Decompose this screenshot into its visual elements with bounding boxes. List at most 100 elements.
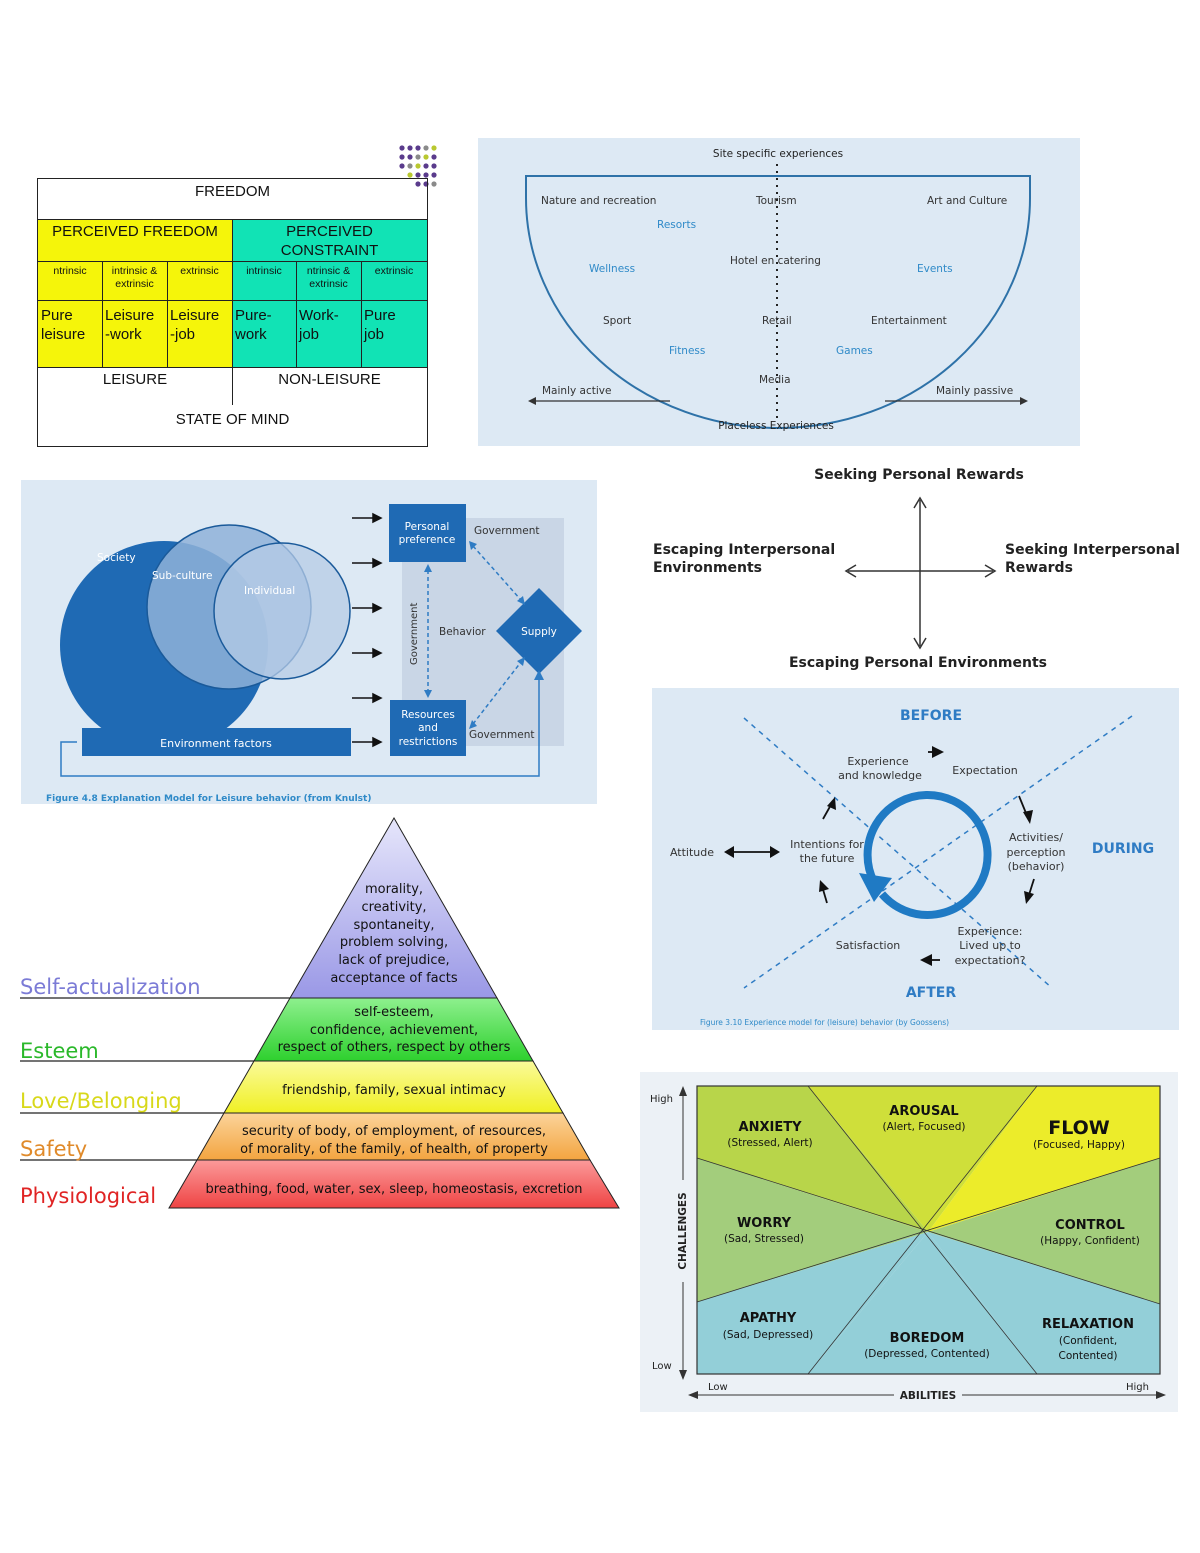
safety-text-1: security of body, of employment, of reso… <box>242 1124 546 1139</box>
tourism-label: Tourism <box>755 195 797 207</box>
y-axis-arrow-up <box>679 1086 687 1096</box>
category-5: Work-job <box>299 307 339 343</box>
region-worry <box>697 1158 928 1302</box>
retail-label: Retail <box>762 315 792 327</box>
esteem-text-2: confidence, achievement, <box>310 1023 478 1038</box>
anxiety-label: ANXIETY <box>739 1120 803 1135</box>
during-label: DURING <box>1092 841 1154 857</box>
half-circle <box>525 175 1031 429</box>
input-arrow-1-head <box>372 512 383 524</box>
relaxation-sub-1: (Confident, <box>1059 1335 1117 1347</box>
dashed-diagonal-2 <box>743 715 1133 989</box>
logo-dot <box>415 181 421 187</box>
attitude-label: Attitude <box>670 846 714 859</box>
freedom-title: FREEDOM <box>195 183 270 200</box>
dots-logo <box>399 145 437 187</box>
motivation-3: extrinsic <box>180 265 219 277</box>
logo-dot <box>431 172 437 178</box>
supply-label: Supply <box>521 626 557 638</box>
col-div-1 <box>102 261 103 367</box>
individual-label: Individual <box>244 585 295 597</box>
before-label: BEFORE <box>900 708 962 724</box>
supply-diamond <box>496 588 582 674</box>
intentions-label-1: Intentions for <box>790 838 864 851</box>
seeking-interpersonal-label-1: Seeking Interpersonal <box>1005 542 1180 558</box>
art-culture-label: Art and Culture <box>927 195 1007 207</box>
logo-dot <box>423 154 429 160</box>
satisfaction-label: Satisfaction <box>836 939 901 952</box>
arrow-left <box>844 564 857 578</box>
logo-dot <box>415 154 421 160</box>
input-arrow-2-head <box>372 557 383 569</box>
category-2: Leisure-work <box>105 307 155 343</box>
logo-dot <box>407 154 413 160</box>
personal-label-2: preference <box>399 534 456 546</box>
category-3: Leisure-job <box>170 307 220 343</box>
division-line-3 <box>696 1157 1161 1305</box>
fitness-label: Fitness <box>669 345 705 357</box>
input-arrow-6-head <box>372 736 383 748</box>
control-label: CONTROL <box>1055 1218 1125 1233</box>
resources-label-1: Resources <box>401 709 455 721</box>
arrowhead-h <box>770 846 780 858</box>
passive-arrow-head <box>1020 397 1028 405</box>
resources-label-2: and <box>418 722 438 734</box>
dashed-arrowhead-6 <box>517 657 525 666</box>
logo-dot <box>423 172 429 178</box>
relaxation-sub-2: Contented) <box>1059 1350 1118 1362</box>
subculture-label: Sub-culture <box>152 570 212 582</box>
control-sub: (Happy, Confident) <box>1040 1235 1140 1247</box>
challenges-label: CHALLENGES <box>677 1192 689 1269</box>
col-div-3 <box>232 219 233 367</box>
resources-box <box>390 700 466 756</box>
flow-label: FLOW <box>1048 1117 1110 1139</box>
motivation-4: intrinsic <box>246 265 282 277</box>
maslow-pyramid: Self-actualization Esteem Love/Belonging… <box>20 816 620 1209</box>
dashed-arrowhead-1 <box>424 564 432 572</box>
freedom-frame <box>37 178 428 447</box>
flow-frame <box>696 1085 1161 1375</box>
abilities-label: ABILITIES <box>900 1390 956 1402</box>
flow-model-chart: ANXIETY AROUSAL FLOW WORRY CONTROL APATH… <box>640 1072 1178 1412</box>
region-flow <box>928 1086 1160 1232</box>
arrowhead-d <box>920 954 932 966</box>
arousal-label: AROUSAL <box>889 1104 958 1119</box>
nature-recreation-label: Nature and recreation <box>541 195 656 207</box>
self-text-1: morality, <box>365 882 423 897</box>
motivation-5-sub: extrinsic <box>309 278 348 290</box>
personal-label-1: Personal <box>405 521 450 533</box>
logo-dot <box>407 163 413 169</box>
logo-dot <box>407 172 413 178</box>
relaxation-label: RELAXATION <box>1042 1317 1134 1332</box>
resources-label-3: restrictions <box>399 736 458 748</box>
after-label: AFTER <box>906 985 957 1001</box>
seeking-personal-label: Seeking Personal Rewards <box>814 467 1024 483</box>
dashed-arrowhead-2 <box>424 690 432 698</box>
exp-knowledge-label-1: Experience <box>847 755 909 768</box>
dashed-arrowhead-4 <box>517 596 525 605</box>
arrowhead-g <box>724 846 734 858</box>
escaping-personal-label: Escaping Personal Environments <box>789 655 1047 671</box>
label-esteem: Esteem <box>20 1039 99 1063</box>
perceived-constraint-label-2: CONSTRAINT <box>280 242 379 259</box>
non-leisure-label: NON-LEISURE <box>278 371 381 388</box>
environment-factors-box <box>82 728 351 756</box>
logo-dot <box>407 145 413 151</box>
dashed-arrowhead-3 <box>469 541 477 550</box>
input-arrow-3-head <box>372 602 383 614</box>
cycle-ring <box>863 790 992 919</box>
flow-sub: (Focused, Happy) <box>1033 1139 1125 1151</box>
exp-knowledge-label-2: and knowledge <box>838 769 922 782</box>
entertainment-label: Entertainment <box>871 315 947 327</box>
leisure-divider <box>232 367 233 405</box>
wellness-label: Wellness <box>589 263 635 275</box>
region-arousal <box>808 1086 1037 1232</box>
arrow-right <box>984 564 997 578</box>
feedback-loop-line <box>60 676 540 777</box>
intentions-label-2: the future <box>800 852 855 865</box>
motivation-2-sub: extrinsic <box>115 278 154 290</box>
x-high-label: High <box>1126 1382 1149 1393</box>
logo-dot <box>431 154 437 160</box>
exp-model-background <box>652 688 1179 1030</box>
